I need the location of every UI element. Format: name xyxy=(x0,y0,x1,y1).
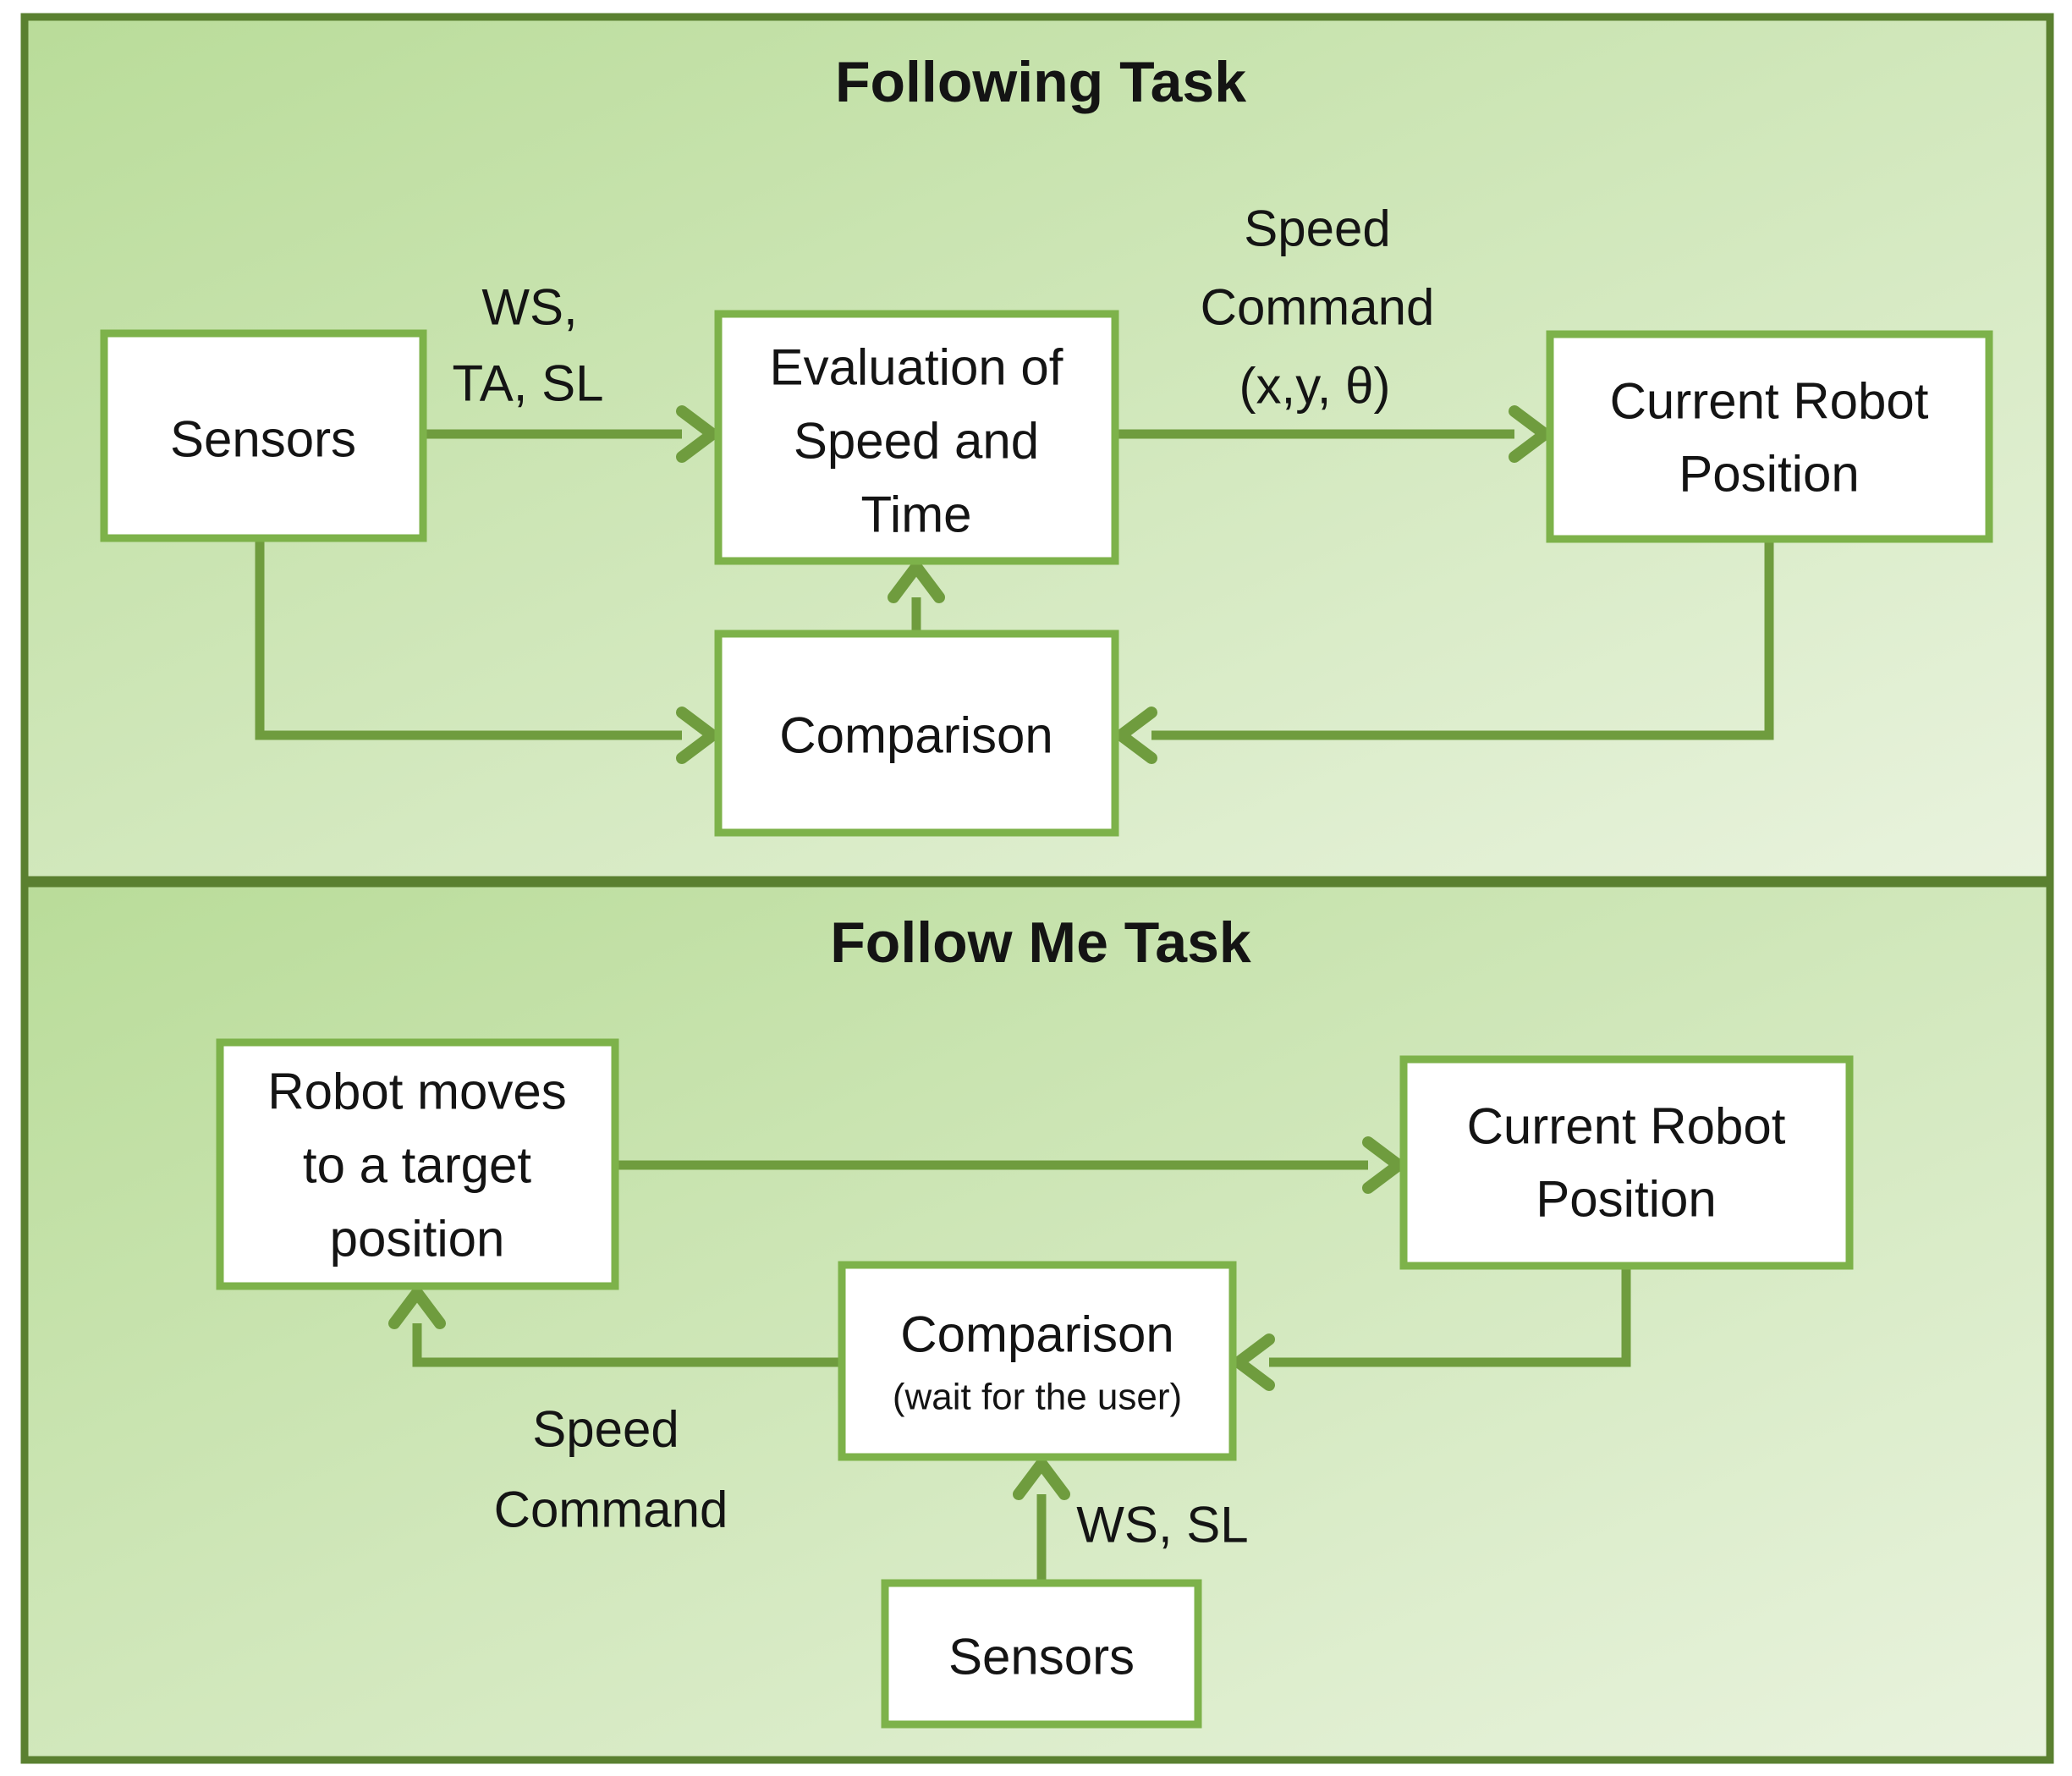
edge-label-ws-sl: WS, SL xyxy=(1076,1497,1248,1553)
node-comparison-bottom-note: (wait for the user) xyxy=(893,1377,1182,1418)
arrow-comparison-to-robot-moves xyxy=(388,1287,842,1367)
node-sensors-bottom-label: Sensors xyxy=(948,1629,1135,1685)
edge-label-speed-command-line3: (x,y, θ) xyxy=(1239,358,1391,415)
node-robot-moves-to-target: Robot moves to a target position xyxy=(216,1038,619,1290)
edge-label-speed-command-line1: Speed xyxy=(1244,201,1391,257)
arrow-current-robot-position-to-comparison-bottom xyxy=(1233,1266,1631,1391)
node-evaluation-label-line2: Speed and xyxy=(794,413,1039,470)
edge-label-speed-command-line2: Command xyxy=(1201,279,1435,336)
node-current-robot-top-line1: Current Robot xyxy=(1610,373,1929,430)
node-robot-moves-line2: to a target xyxy=(303,1137,532,1194)
arrow-current-robot-position-to-comparison xyxy=(1115,539,1774,764)
node-comparison-top: Comparison xyxy=(714,630,1119,837)
node-sensors-top: Sensors xyxy=(100,329,427,542)
node-sensors-bottom: Sensors xyxy=(881,1579,1202,1729)
node-evaluation-of-speed-and-time: Evaluation of Speed and Time xyxy=(714,310,1119,565)
node-robot-moves-line1: Robot moves xyxy=(267,1064,567,1120)
node-current-robot-bottom-line1: Current Robot xyxy=(1467,1098,1786,1155)
node-comparison-bottom-label: Comparison xyxy=(900,1306,1173,1363)
node-sensors-top-label: Sensors xyxy=(170,411,356,468)
arrow-robot-moves-to-current-robot-position xyxy=(615,1136,1404,1194)
node-current-robot-position-top: Current Robot Position xyxy=(1546,330,1993,543)
panel-follow-me-task-title: Follow Me Task xyxy=(830,910,1251,975)
node-robot-moves-line3: position xyxy=(330,1211,505,1267)
node-comparison-top-label: Comparison xyxy=(779,707,1052,764)
arrow-sensors-to-comparison xyxy=(255,538,718,764)
arrow-sensors-to-comparison-bottom xyxy=(1013,1458,1070,1583)
node-current-robot-bottom-line2: Position xyxy=(1536,1171,1716,1228)
node-comparison-bottom: Comparison (wait for the user) xyxy=(838,1261,1237,1461)
node-current-robot-position-bottom: Current Robot Position xyxy=(1399,1055,1854,1270)
panel-following-task-title: Following Task xyxy=(835,50,1246,114)
edge-label-speed-command-bottom-line2: Command xyxy=(494,1482,728,1538)
arrow-evaluation-to-current-robot-position xyxy=(1115,405,1551,463)
node-current-robot-top-line2: Position xyxy=(1679,446,1859,503)
edge-label-speed-command-bottom-line1: Speed xyxy=(532,1401,679,1458)
edge-label-ws-line1: WS, xyxy=(481,279,577,336)
node-evaluation-label-line3: Time xyxy=(860,487,971,543)
edge-label-ws-line2: TA, SL xyxy=(453,355,604,412)
arrow-sensors-to-evaluation xyxy=(423,405,718,463)
node-evaluation-label-line1: Evaluation of xyxy=(770,339,1063,396)
